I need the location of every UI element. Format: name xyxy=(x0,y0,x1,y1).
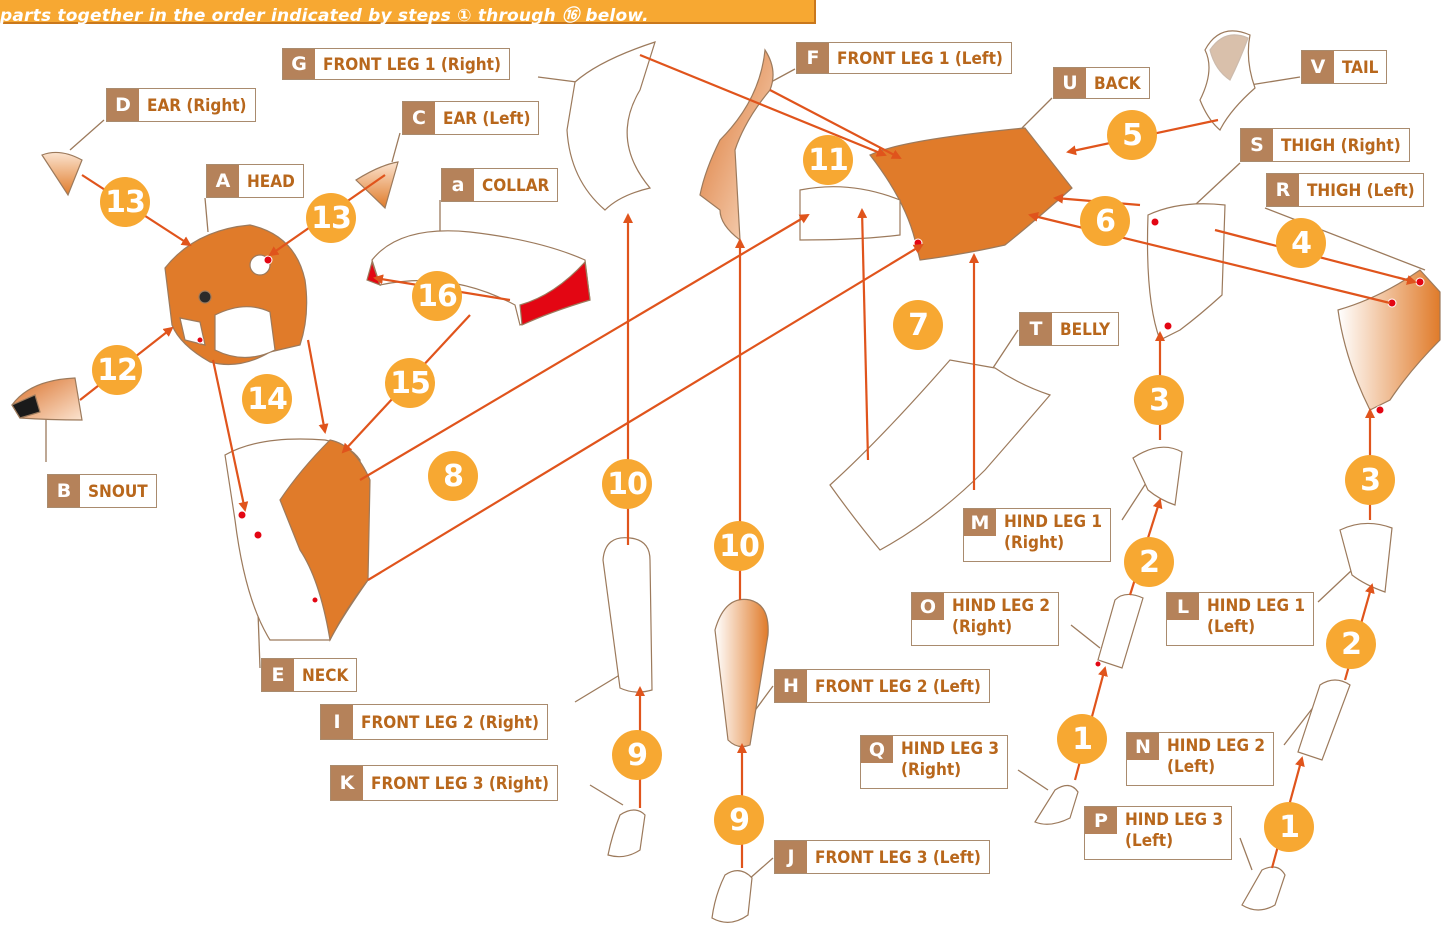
label-text: HIND LEG 1 (Left) xyxy=(1207,596,1306,637)
label-text: FRONT LEG 2 (Right) xyxy=(361,712,539,733)
label-letter: O xyxy=(912,593,944,620)
label-text: EAR (Left) xyxy=(443,108,531,129)
label-hind-leg-3-right: Q HIND LEG 3 (Right) xyxy=(860,735,1009,789)
label-letter: B xyxy=(48,475,80,507)
step-13-badge: 13 xyxy=(100,177,150,227)
step-16-badge: 16 xyxy=(412,271,462,321)
label-letter: G xyxy=(283,49,315,79)
label-letter: M xyxy=(964,509,996,536)
label-text: FRONT LEG 2 (Left) xyxy=(815,676,981,697)
instruction-banner: parts together in the order indicated by… xyxy=(0,0,816,26)
label-text: THIGH (Right) xyxy=(1281,135,1401,156)
step-12-badge: 12 xyxy=(92,345,142,395)
label-hind-leg-2-right: O HIND LEG 2 (Right) xyxy=(911,592,1060,646)
label-ear-left: C EAR (Left) xyxy=(402,101,540,135)
label-text: NECK xyxy=(302,665,349,686)
label-text: FRONT LEG 3 (Right) xyxy=(371,773,549,794)
label-text: HIND LEG 3 (Left) xyxy=(1125,810,1224,851)
label-letter: D xyxy=(107,89,139,121)
label-text: BACK xyxy=(1094,73,1141,94)
label-text: FRONT LEG 1 (Right) xyxy=(323,54,501,75)
label-ear-right: D EAR (Right) xyxy=(106,88,256,122)
label-collar: a COLLAR xyxy=(441,168,559,202)
label-text: BELLY xyxy=(1060,319,1111,340)
label-text: HIND LEG 2 (Right) xyxy=(952,596,1051,637)
step-13-badge: 13 xyxy=(306,193,356,243)
label-text: SNOUT xyxy=(88,481,148,502)
label-front-leg-2-right: I FRONT LEG 2 (Right) xyxy=(320,704,548,740)
label-letter: V xyxy=(1302,51,1334,83)
step-5-badge: 5 xyxy=(1107,110,1157,160)
label-hind-leg-3-left: P HIND LEG 3 (Left) xyxy=(1084,806,1233,860)
step-2-badge: 2 xyxy=(1326,619,1376,669)
label-letter: H xyxy=(775,670,807,702)
label-text: HEAD xyxy=(247,171,295,192)
label-back: U BACK xyxy=(1053,67,1150,99)
label-neck: E NECK xyxy=(261,658,358,692)
label-hind-leg-1-right: M HIND LEG 1 (Right) xyxy=(963,508,1112,562)
label-front-leg-2-left: H FRONT LEG 2 (Left) xyxy=(774,669,990,703)
step-3-badge: 3 xyxy=(1134,375,1184,425)
label-letter: N xyxy=(1127,733,1159,760)
label-text: HIND LEG 2 (Left) xyxy=(1167,736,1266,777)
step-1-badge: 1 xyxy=(1264,802,1314,852)
step-9-badge: 9 xyxy=(612,730,662,780)
label-text: HIND LEG 1 (Right) xyxy=(1004,512,1103,553)
label-front-leg-3-left: J FRONT LEG 3 (Left) xyxy=(774,840,990,874)
step-4-badge: 4 xyxy=(1276,218,1326,268)
label-belly: T BELLY xyxy=(1019,312,1120,346)
label-letter: C xyxy=(403,102,435,134)
step-1-badge: 1 xyxy=(1057,714,1107,764)
label-text: HIND LEG 3 (Right) xyxy=(901,739,1000,780)
label-letter: P xyxy=(1085,807,1117,834)
step-15-badge: 15 xyxy=(385,358,435,408)
step-11-badge: 11 xyxy=(803,135,853,185)
label-hind-leg-2-left: N HIND LEG 2 (Left) xyxy=(1126,732,1275,786)
label-letter: a xyxy=(442,169,474,201)
step-14-badge: 14 xyxy=(242,374,292,424)
step-10-badge: 10 xyxy=(714,521,764,571)
step-8-badge: 8 xyxy=(428,451,478,501)
label-letter: S xyxy=(1241,129,1273,161)
step-2-badge: 2 xyxy=(1124,537,1174,587)
label-front-leg-1-left: F FRONT LEG 1 (Left) xyxy=(796,42,1012,74)
label-snout: B SNOUT xyxy=(47,474,157,508)
label-text: FRONT LEG 1 (Left) xyxy=(837,48,1003,69)
label-text: TAIL xyxy=(1342,57,1379,78)
step-10-badge: 10 xyxy=(602,459,652,509)
label-front-leg-3-right: K FRONT LEG 3 (Right) xyxy=(330,765,558,801)
label-hind-leg-1-left: L HIND LEG 1 (Left) xyxy=(1166,592,1315,646)
label-text: EAR (Right) xyxy=(147,95,247,116)
label-letter: K xyxy=(331,766,363,800)
label-letter: L xyxy=(1167,593,1199,620)
label-letter: E xyxy=(262,659,294,691)
label-text: COLLAR xyxy=(482,175,550,196)
label-head: A HEAD xyxy=(206,164,304,198)
label-letter: Q xyxy=(861,736,893,763)
label-letter: R xyxy=(1267,174,1299,206)
label-letter: U xyxy=(1054,68,1086,98)
label-front-leg-1-right: G FRONT LEG 1 (Right) xyxy=(282,48,510,80)
step-7-badge: 7 xyxy=(893,300,943,350)
step-9-badge: 9 xyxy=(714,795,764,845)
label-letter: T xyxy=(1020,313,1052,345)
label-text: THIGH (Left) xyxy=(1307,180,1415,201)
label-tail: V TAIL xyxy=(1301,50,1388,84)
label-text: FRONT LEG 3 (Left) xyxy=(815,847,981,868)
label-thigh-right: S THIGH (Right) xyxy=(1240,128,1410,162)
label-thigh-left: R THIGH (Left) xyxy=(1266,173,1424,207)
label-letter: F xyxy=(797,43,829,73)
step-6-badge: 6 xyxy=(1080,196,1130,246)
instruction-text: parts together in the order indicated by… xyxy=(0,6,649,26)
label-letter: A xyxy=(207,165,239,197)
label-letter: J xyxy=(775,841,807,873)
step-3-badge: 3 xyxy=(1345,455,1395,505)
label-letter: I xyxy=(321,705,353,739)
